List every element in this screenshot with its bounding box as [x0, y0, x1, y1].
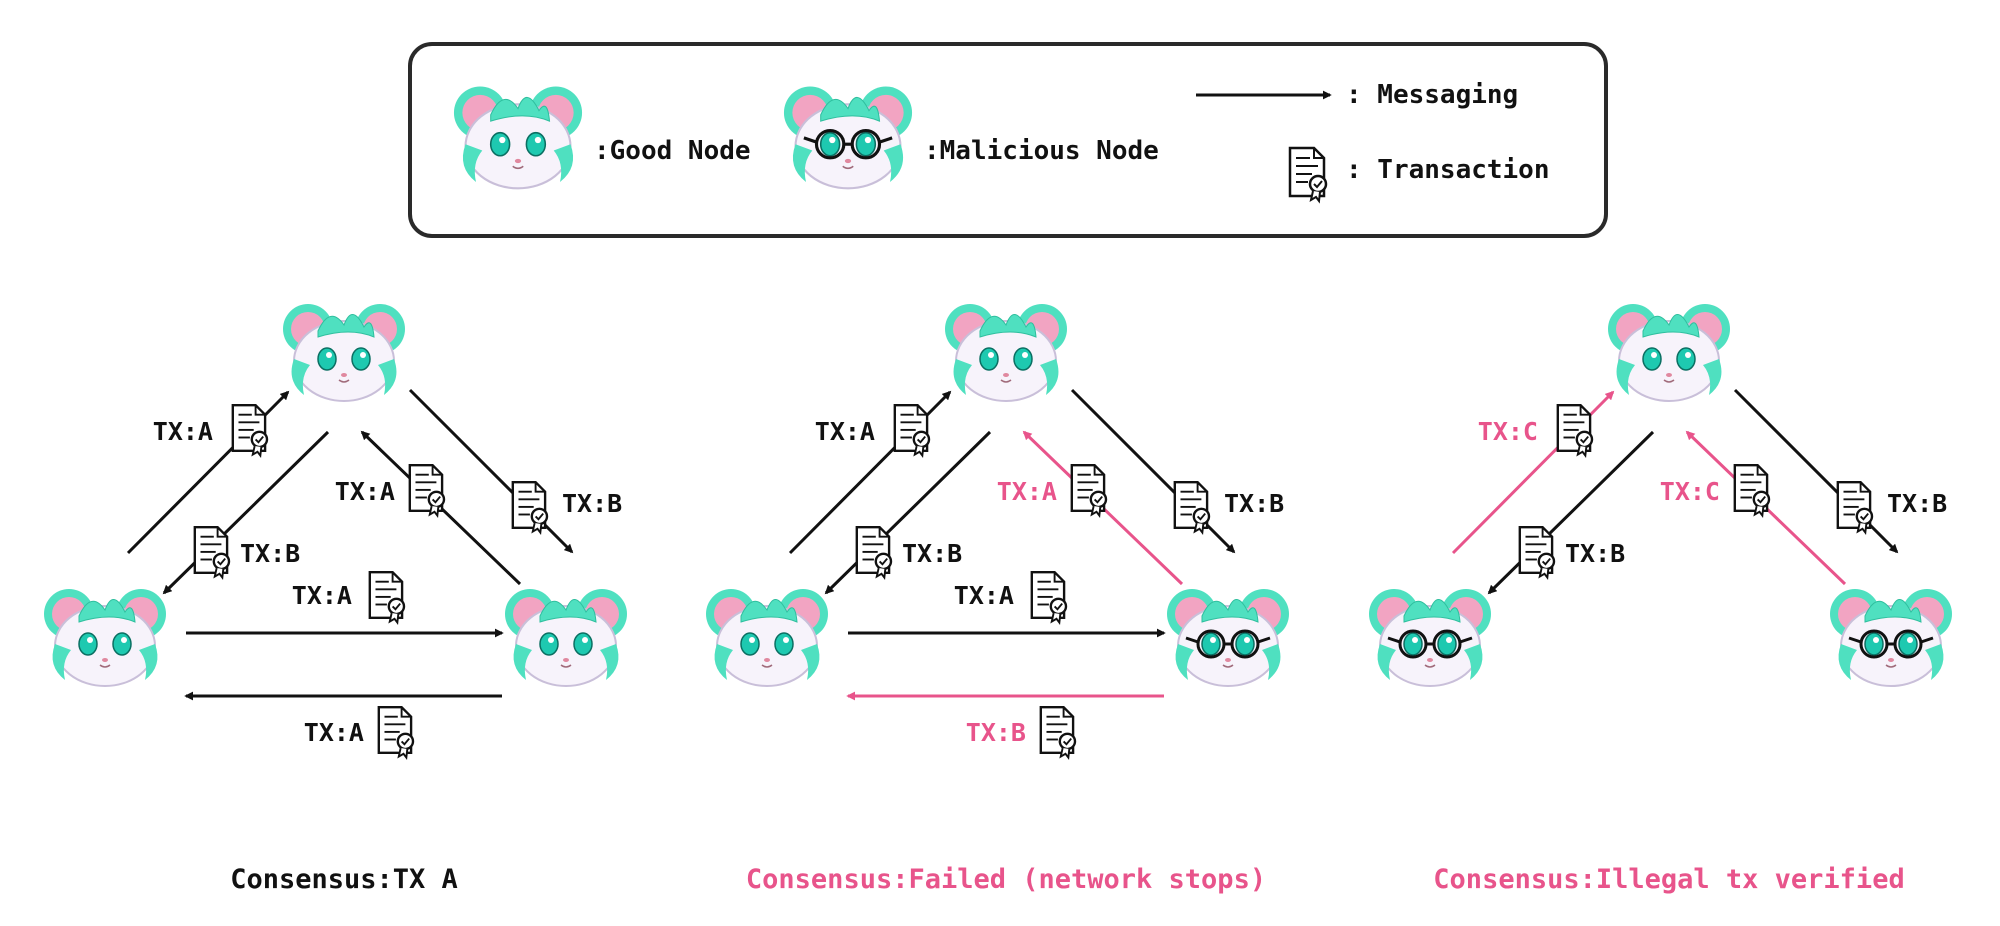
- legend-messaging-label: : Messaging: [1346, 80, 1518, 110]
- malicious-node-right: [1166, 588, 1290, 687]
- message-label: TX:A: [815, 417, 875, 446]
- scenario-caption: Consensus:TX A: [230, 864, 458, 895]
- message-label: TX:A: [292, 581, 352, 610]
- message-label: TX:B: [966, 718, 1026, 747]
- message-arrow-top-to-left: [824, 430, 992, 595]
- hamster-face-icon: [944, 303, 1068, 402]
- transaction-doc-icon: [1733, 464, 1771, 517]
- message-label: TX:B: [562, 489, 622, 518]
- good-node-top: [282, 303, 406, 402]
- transaction-doc-icon: [893, 404, 931, 457]
- message-label: TX:B: [1224, 489, 1284, 518]
- message-label: TX:C: [1660, 477, 1720, 506]
- hamster-face-glasses-icon: [1368, 588, 1492, 687]
- message-arrow-top-to-left: [1487, 430, 1655, 595]
- hamster-face-icon: [504, 588, 628, 687]
- scenario-2: TX:A TX:B TX:B TX:A TX:A TX:B Consensus:Failed…: [705, 303, 1290, 895]
- transaction-doc-icon: [1556, 404, 1594, 457]
- message-label: TX:A: [304, 718, 364, 747]
- transaction-doc-icon: [193, 526, 231, 579]
- legend-malicious-node-label: :Malicious Node: [924, 136, 1159, 166]
- message-label: TX:A: [153, 417, 213, 446]
- message-label: TX:A: [954, 581, 1014, 610]
- transaction-doc-icon: [855, 526, 893, 579]
- transaction-doc-icon: [231, 404, 269, 457]
- message-arrow-top-to-left: [162, 430, 330, 595]
- transaction-doc-icon: [1070, 464, 1108, 517]
- legend: :Good Node :Malicious Node : Messaging :…: [408, 42, 1608, 238]
- message-label: TX:C: [1478, 417, 1538, 446]
- good-node-left: [705, 588, 829, 687]
- message-label: TX:B: [1565, 539, 1625, 568]
- transaction-doc-icon: [408, 464, 446, 517]
- hamster-face-glasses-icon: [1166, 588, 1290, 687]
- scenario-caption: Consensus:Illegal tx verified: [1433, 864, 1904, 895]
- transaction-doc-icon: [377, 706, 415, 759]
- message-label: TX:A: [335, 477, 395, 506]
- transaction-doc-icon: [1173, 481, 1211, 534]
- hamster-face-glasses-icon: [1829, 588, 1953, 687]
- message-label: TX:B: [1887, 489, 1947, 518]
- scenario-3: TX:C TX:B TX:B TX:C Consensus:Illegal tx ver…: [1368, 303, 1953, 895]
- transaction-doc-icon: [511, 481, 549, 534]
- transaction-doc-icon: [1836, 481, 1874, 534]
- malicious-node-left: [1368, 588, 1492, 687]
- good-node-top: [944, 303, 1068, 402]
- good-node-left: [43, 588, 167, 687]
- transaction-icon: [1288, 146, 1328, 203]
- scenario-1: TX:A TX:B TX:B TX:A TX:A TX:A Consensus:TX A: [43, 303, 628, 895]
- good-node-top: [1607, 303, 1731, 402]
- hamster-face-icon: [705, 588, 829, 687]
- malicious-node-right: [1829, 588, 1953, 687]
- hamster-face-icon: [282, 303, 406, 402]
- legend-good-node-label: :Good Node: [594, 136, 751, 166]
- hamster-face-icon: [1607, 303, 1731, 402]
- message-label: TX:B: [902, 539, 962, 568]
- message-label: TX:A: [997, 477, 1057, 506]
- legend-transaction-label: : Transaction: [1346, 155, 1550, 185]
- message-label: TX:B: [240, 539, 300, 568]
- scenario-caption: Consensus:Failed (network stops): [746, 864, 1266, 895]
- transaction-doc-icon: [1030, 571, 1068, 624]
- transaction-doc-icon: [368, 571, 406, 624]
- transaction-doc-icon: [1518, 526, 1556, 579]
- transaction-doc-icon: [1039, 706, 1077, 759]
- good-node-right: [504, 588, 628, 687]
- hamster-face-icon: [43, 588, 167, 687]
